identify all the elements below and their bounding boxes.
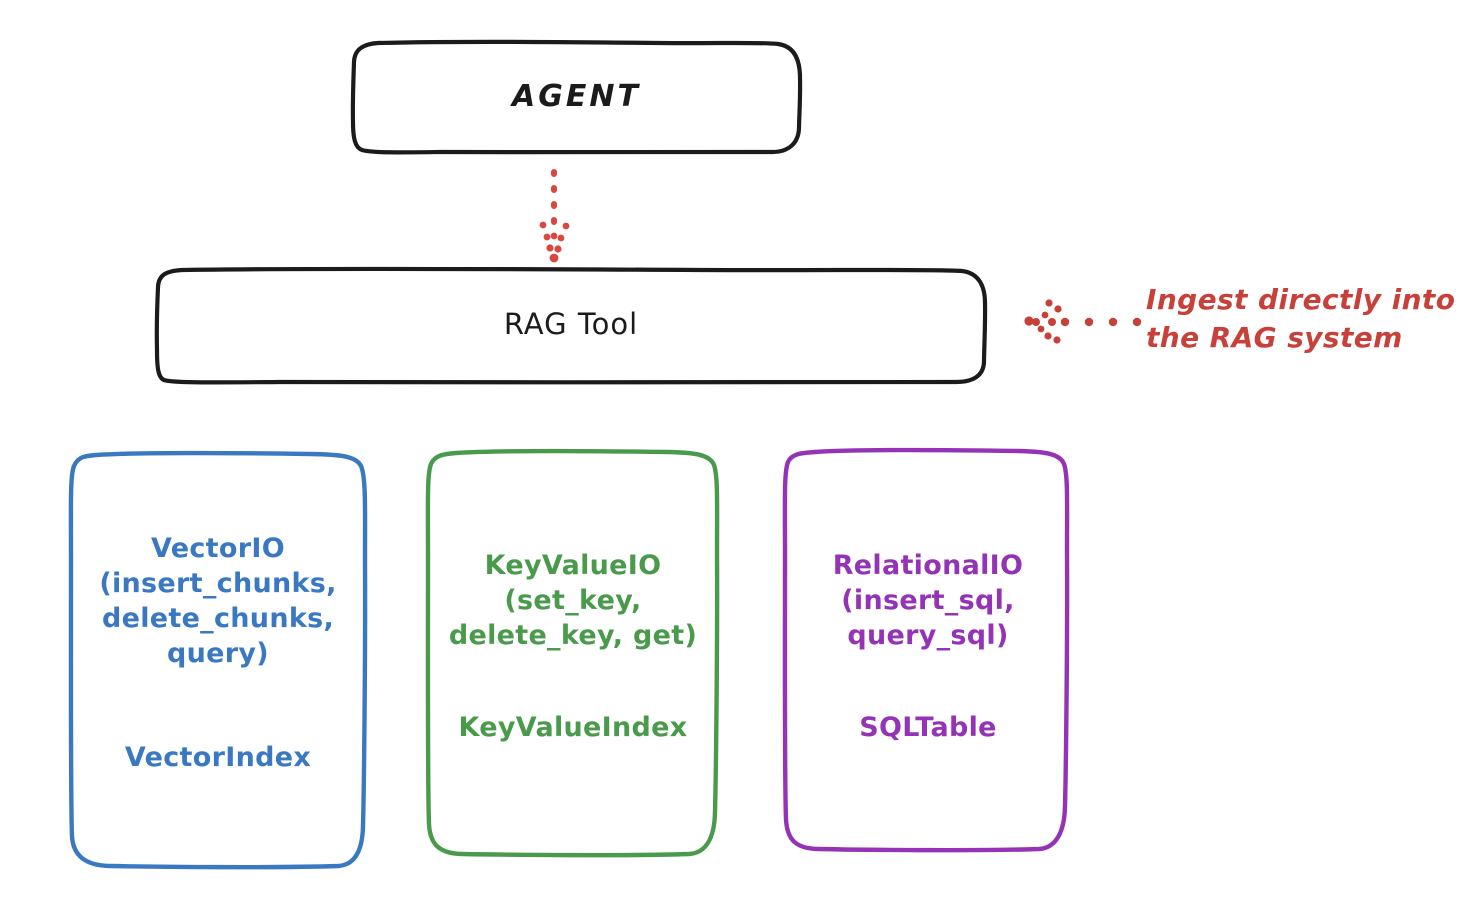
- arrowhead-dot: [1037, 325, 1045, 333]
- arrowhead-tip: [1024, 316, 1034, 326]
- arrowhead-dot: [554, 245, 562, 253]
- arrowhead-dot: [543, 233, 551, 241]
- agent-box-outline: [350, 39, 803, 155]
- arrowhead-dot: [539, 221, 547, 229]
- vector-io-box-outline: [68, 450, 368, 870]
- rag-tool-box-outline: [154, 266, 988, 385]
- dotted-line-dot: [1048, 318, 1056, 326]
- ingest-arrow-connector: [1024, 299, 1142, 344]
- arrowhead-dot: [562, 222, 570, 230]
- arrowhead-dot: [557, 234, 565, 242]
- agent-to-rag-connector: [539, 169, 570, 263]
- dotted-line-dot: [1132, 317, 1142, 327]
- relational-io-node[interactable]: [782, 447, 1070, 853]
- arrowhead-dot: [1054, 305, 1062, 313]
- key-value-io-node[interactable]: [425, 448, 720, 858]
- arrowhead-dot: [1044, 332, 1052, 340]
- dotted-line-dot: [1060, 317, 1070, 327]
- arrowhead-dot: [550, 232, 558, 240]
- arrowhead-dot: [1041, 311, 1049, 319]
- arrowhead-tip: [549, 253, 559, 263]
- rag-tool-node[interactable]: [154, 266, 988, 385]
- arrowhead-dot: [546, 244, 554, 252]
- dotted-line-dot: [1084, 317, 1094, 327]
- key-value-io-box-outline: [425, 448, 720, 858]
- vector-io-node[interactable]: [68, 450, 368, 870]
- relational-io-box-outline: [782, 447, 1070, 853]
- ingest-annotation-label: Ingest directly into the RAG system: [1146, 283, 1456, 354]
- arrowhead-dot: [1053, 336, 1061, 344]
- agent-node[interactable]: [350, 39, 803, 155]
- arrowhead-dot: [1032, 318, 1040, 326]
- arrowhead-dot: [1045, 299, 1053, 307]
- dotted-line-dot: [1108, 317, 1118, 327]
